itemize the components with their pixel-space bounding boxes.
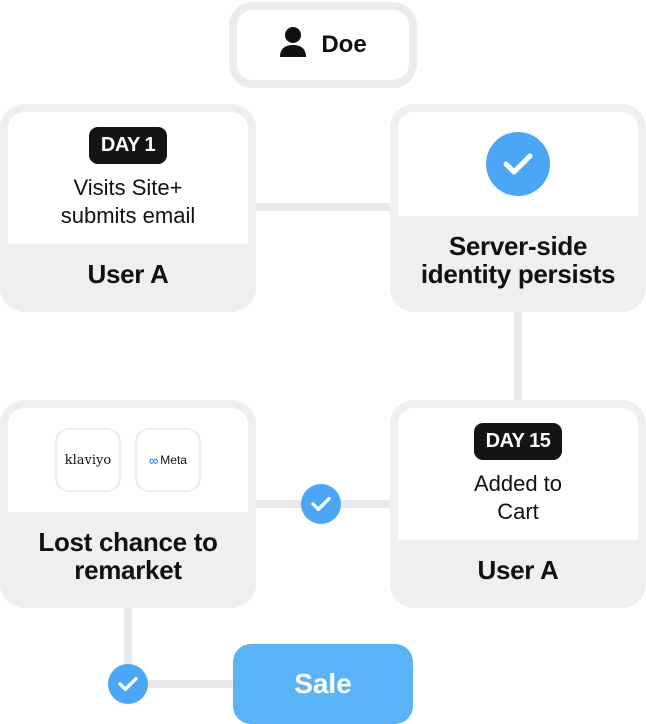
person-name: Doe bbox=[321, 31, 367, 58]
klaviyo-logo: klaviyo bbox=[55, 428, 121, 492]
meta-logo-label: Meta bbox=[160, 453, 187, 467]
meta-infinity-icon: ∞ bbox=[149, 452, 159, 468]
person-icon bbox=[279, 26, 307, 65]
day1-card: DAY 1 Visits Site+ submits email User A bbox=[0, 104, 256, 312]
server-card: Server-side identity persists bbox=[390, 104, 646, 312]
server-card-content bbox=[398, 112, 638, 216]
day1-description-line2: submits email bbox=[60, 202, 196, 228]
person-card: Doe bbox=[229, 2, 417, 88]
day15-description-line1: Added to bbox=[473, 470, 563, 496]
day15-card-content: DAY 15 Added to Cart bbox=[398, 408, 638, 540]
day15-description: Added to Cart bbox=[474, 470, 562, 526]
connector-day1-to-server bbox=[252, 203, 394, 211]
server-footer-line2: identity persists bbox=[420, 259, 616, 289]
lost-footer-line1: Lost chance to bbox=[38, 527, 218, 557]
meta-logo: ∞ Meta bbox=[135, 428, 201, 492]
check-icon-bottom bbox=[108, 664, 148, 704]
check-icon bbox=[486, 132, 550, 196]
server-footer: Server-side identity persists bbox=[398, 216, 638, 304]
connector-lost-down bbox=[124, 604, 132, 684]
server-footer-line1: Server-side bbox=[448, 231, 588, 261]
day15-card: DAY 15 Added to Cart User A bbox=[390, 400, 646, 608]
day1-footer: User A bbox=[87, 259, 169, 289]
lost-footer: Lost chance to remarket bbox=[8, 512, 248, 600]
klaviyo-logo-label: klaviyo bbox=[64, 452, 112, 468]
day15-badge: DAY 15 bbox=[473, 422, 563, 460]
day1-description: Visits Site+ submits email bbox=[61, 174, 195, 230]
check-icon-middle bbox=[301, 484, 341, 524]
lost-card: klaviyo ∞ Meta Lost chance to remarket bbox=[0, 400, 256, 608]
day15-description-line2: Cart bbox=[497, 498, 539, 524]
connector-to-sale bbox=[128, 680, 236, 688]
lost-footer-line2: remarket bbox=[74, 555, 182, 585]
connector-server-to-day15 bbox=[514, 308, 522, 404]
day15-footer: User A bbox=[477, 555, 559, 585]
day1-card-content: DAY 1 Visits Site+ submits email bbox=[8, 112, 248, 244]
lost-card-content: klaviyo ∞ Meta bbox=[8, 408, 248, 512]
day1-description-line1: Visits Site+ bbox=[73, 174, 183, 200]
day1-badge: DAY 1 bbox=[88, 126, 168, 164]
sale-button[interactable]: Sale bbox=[233, 644, 413, 724]
